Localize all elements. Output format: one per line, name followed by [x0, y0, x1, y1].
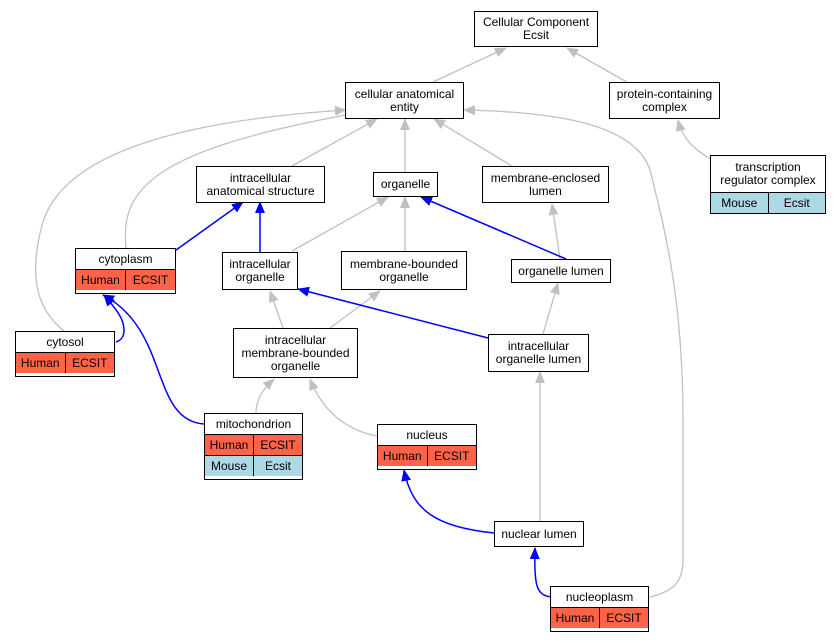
node-label-line: membrane-bounded [349, 256, 459, 271]
edge-imbo-to-mbo [329, 290, 381, 329]
node-label-line: intracellular [229, 170, 292, 185]
node-cytoplasm: cytoplasm Human ECSIT [75, 248, 176, 294]
node-intracellular-membrane-bounded-organelle: intracellular membrane-bounded organelle [233, 328, 358, 378]
node-intracellular-anatomical-structure: intracellular anatomical structure [196, 166, 325, 203]
edge-cytoplasm-part-of-ias [175, 201, 244, 251]
node-label-line: membrane-enclosed [490, 170, 601, 185]
node-title: mitochondrion [205, 414, 302, 435]
node-transcription-regulator-complex: transcription regulator complex Mouse Ec… [710, 155, 826, 214]
node-nucleus: nucleus Human ECSIT [377, 424, 477, 470]
species-cell: Mouse [721, 196, 758, 210]
gene-cell: ECSIT [125, 270, 175, 290]
node-nuclear-lumen: nuclear lumen [494, 521, 584, 547]
annotation-row-human: Human ECSIT [551, 608, 648, 628]
species-cell: Human [555, 611, 595, 625]
species-cell: Human [209, 438, 249, 452]
gene-cell: Ecsit [253, 456, 302, 476]
edge-cytosol-part-of-cytoplasm [103, 294, 125, 343]
node-label-line: entity [390, 99, 419, 114]
node-label-line: intracellular [229, 257, 291, 271]
edge-cae-to-root [432, 47, 507, 83]
edge-iol-to-ol [542, 282, 560, 335]
node-label-line: protein-containing [616, 86, 713, 101]
edge-mel-to-cae [433, 118, 513, 167]
annotation-row-human: Human ECSIT [76, 270, 175, 290]
edge-np-part-of-nl [529, 547, 552, 598]
node-label-line: intracellular [264, 332, 327, 347]
edge-nl-part-of-nucleus [401, 469, 495, 534]
node-cellular-component-ecsit: Cellular Component Ecsit [474, 11, 598, 47]
edge-trc-to-pcc [675, 119, 713, 161]
node-label-line: Ecsit [522, 28, 549, 42]
annotation-row-human: Human ECSIT [378, 446, 476, 466]
edge-nucleus-to-imbo [309, 378, 378, 437]
annotation-row-mouse: Mouse Ecsit [205, 455, 302, 476]
gene-cell: ECSIT [253, 435, 302, 455]
edge-imbo-to-io [268, 290, 284, 329]
node-label-line: nuclear lumen [501, 526, 577, 541]
edge-ias-to-cae [291, 118, 378, 167]
edge-pcc-to-root [566, 47, 633, 86]
edge-io-to-organelle [291, 196, 389, 252]
species-cell: Mouse [210, 459, 248, 473]
node-label-line: transcription [735, 160, 801, 174]
edge-mito-part-of-cytoplasm [102, 294, 205, 425]
edge-iol-part-of-io [297, 286, 489, 339]
edge-ol-part-of-organelle [420, 196, 567, 260]
edge-cytoplasm-to-cae [124, 110, 358, 249]
node-label-line: organelle [235, 270, 285, 284]
node-label-line: regulator complex [720, 173, 816, 187]
node-label-line: membrane-bounded [241, 345, 350, 360]
node-membrane-bounded-organelle: membrane-bounded organelle [341, 251, 467, 290]
species-cell: Human [81, 273, 120, 287]
node-intracellular-organelle: intracellular organelle [222, 252, 298, 290]
node-label-line: intracellular [507, 339, 570, 353]
edge-ol-to-mel [548, 203, 561, 260]
node-label-line: organelle lumen [518, 263, 604, 278]
species-cell: Human [382, 449, 422, 463]
node-label-line: organelle lumen [495, 352, 582, 366]
annotation-row-human: Human ECSIT [16, 353, 114, 373]
gene-cell: Ecsit [767, 193, 826, 213]
gene-cell: ECSIT [64, 353, 115, 373]
node-label-line: organelle [270, 358, 321, 373]
node-organelle-lumen: organelle lumen [511, 259, 611, 283]
edge-np-to-cae [463, 105, 684, 598]
node-cellular-anatomical-entity: cellular anatomical entity [345, 82, 464, 119]
node-protein-containing-complex: protein-containing complex [609, 82, 720, 119]
node-label-line: anatomical structure [206, 183, 315, 198]
node-title: cytoplasm [76, 249, 175, 270]
node-membrane-enclosed-lumen: membrane-enclosed lumen [482, 166, 609, 203]
annotation-row-human: Human ECSIT [205, 435, 302, 455]
node-label-line: cellular anatomical [354, 86, 455, 101]
node-organelle: organelle [373, 172, 438, 197]
annotation-row-mouse: Mouse Ecsit [711, 193, 825, 213]
edge-cytosol-to-cae [34, 105, 347, 332]
node-title: nucleoplasm [551, 587, 648, 608]
gene-cell: ECSIT [426, 446, 477, 466]
node-title: cytosol [16, 332, 114, 353]
node-mitochondrion: mitochondrion Human ECSIT Mouse Ecsit [204, 413, 303, 480]
node-label-line: Cellular Component [482, 15, 590, 29]
gene-cell: ECSIT [599, 608, 648, 628]
node-label-line: complex [642, 99, 687, 114]
node-title: nucleus [378, 425, 476, 446]
edge-mito-to-imbo [255, 378, 275, 414]
node-nucleoplasm: nucleoplasm Human ECSIT [550, 586, 649, 632]
node-label-line: organelle [379, 269, 429, 284]
node-cytosol: cytosol Human ECSIT [15, 331, 115, 377]
node-label-line: lumen [529, 183, 562, 198]
node-label-line: organelle [380, 177, 431, 191]
species-cell: Human [20, 356, 60, 370]
node-intracellular-organelle-lumen: intracellular organelle lumen [488, 334, 589, 372]
